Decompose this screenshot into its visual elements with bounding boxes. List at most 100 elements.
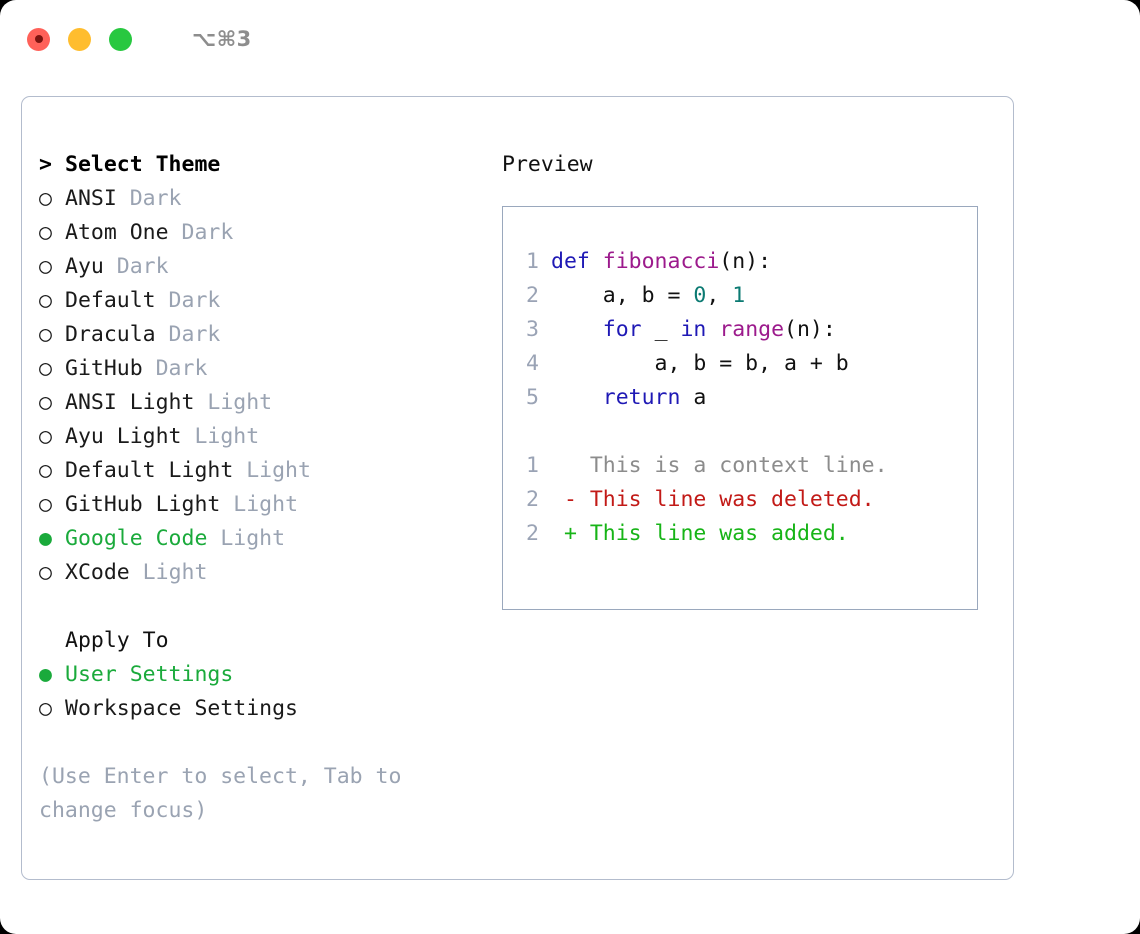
line-number: 1 [526,453,539,478]
radio-unselected-icon: ○ [39,322,52,347]
theme-name: ANSI [65,186,117,211]
theme-name: Ayu [65,254,104,279]
theme-list-item[interactable]: ○ ANSI Light Light [39,386,489,420]
line-number: 3 [526,317,539,342]
theme-variant-badge: Light [220,492,299,517]
line-number: 1 [526,249,539,274]
diff-line: 1 This is a context line. [513,449,977,483]
theme-variant-badge: Light [181,424,260,449]
theme-variant-badge: Dark [155,322,221,347]
theme-list-item[interactable]: ○ ANSI Dark [39,182,489,216]
code-token: range [719,317,785,342]
theme-name: Atom One [65,220,169,245]
preview-title: Preview [502,152,593,177]
theme-list-item[interactable]: ○Ayu Dark [39,250,489,284]
theme-name: GitHub Light [65,492,221,517]
code-diff-separator [513,415,977,449]
radio-unselected-icon: ○ [39,492,52,517]
radio-selected-icon: ● [39,526,52,551]
diff-line: 2 + This line was added. [513,517,977,551]
theme-name: GitHub [65,356,143,381]
code-line: 5 return a [513,381,977,415]
theme-list-column: >Select Theme ○ANSI Dark○Atom One Dark○A… [39,148,489,726]
code-token [551,317,603,342]
radio-unselected-icon: ○ [39,390,52,415]
radio-unselected-icon: ○ [39,424,52,449]
code-token: a, b = [551,283,694,308]
diff-text: + This line was added. [551,521,849,546]
apply-to-item[interactable]: ○Workspace Settings [39,692,489,726]
theme-variant-badge: Light [207,526,286,551]
line-number: 5 [526,385,539,410]
theme-name: Ayu Light [65,424,182,449]
code-token: 1 [732,283,746,308]
apply-to-label: User Settings [65,662,234,687]
theme-variant-badge: Light [194,390,273,415]
apply-to-header-label: Apply To [65,628,169,653]
theme-list-item[interactable]: ○ GitHub Dark [39,352,489,386]
theme-name: Default Light [65,458,234,483]
code-token: , [706,283,733,308]
list-spacer [39,590,489,624]
code-line: 2 a, b = 0, 1 [513,279,977,313]
theme-list-item[interactable]: ○ Default Light Light [39,454,489,488]
theme-list-item[interactable]: ○ Atom One Dark [39,216,489,250]
code-token: (n): [784,317,836,342]
caret-icon: > [39,152,52,177]
traffic-lights [27,27,132,51]
diff-text: This is a context line. [551,453,888,478]
theme-variant-badge: Dark [116,186,182,211]
diff-line: 2 - This line was deleted. [513,483,977,517]
select-theme-header-label: Select Theme [65,152,221,177]
radio-unselected-icon: ○ [39,560,52,585]
radio-unselected-icon: ○ [39,458,52,483]
theme-name: Dracula [65,322,156,347]
theme-variant-badge: Dark [168,220,234,245]
select-theme-header: > Select Theme [39,148,489,182]
diff-sample: 1 This is a context line.2 - This line w… [513,449,977,551]
minimize-button[interactable] [68,27,91,51]
theme-list-item[interactable]: ○ XCode Light [39,556,489,590]
radio-unselected-icon: ○ [39,356,52,381]
theme-variant-badge: Dark [142,356,208,381]
code-token: a, b = b, a + b [551,351,849,376]
theme-name: Default [65,288,156,313]
line-number: 2 [526,283,539,308]
radio-selected-icon: ● [39,662,52,687]
apply-to-item[interactable]: ● User Settings [39,658,489,692]
maximize-button[interactable] [109,27,132,51]
code-token [551,385,603,410]
line-number: 2 [526,487,539,512]
radio-unselected-icon: ○ [39,220,52,245]
theme-name: Google Code [65,526,208,551]
radio-unselected-icon: ○ [39,186,52,211]
code-line: 4 a, b = b, a + b [513,347,977,381]
radio-unselected-icon: ○ [39,288,52,313]
theme-variant-badge: Light [233,458,311,483]
diff-text: - This line was deleted. [551,487,875,512]
theme-list-item[interactable]: ○ GitHub Light Light [39,488,489,522]
close-button[interactable] [27,27,50,51]
theme-list-item[interactable]: ○ Default Dark [39,284,489,318]
theme-list-item[interactable]: ○ Dracula Dark [39,318,489,352]
code-token: fibonacci [602,249,720,274]
code-token: in [680,317,707,342]
theme-list-item[interactable]: ○ Ayu Light Light [39,420,489,454]
theme-list: ○ANSI Dark○Atom One Dark○Ayu Dark○Defaul… [39,182,489,590]
theme-variant-badge: Light [129,560,208,585]
theme-variant-badge: Dark [155,288,221,313]
theme-name: ANSI Light [65,390,195,415]
apply-to-header: Apply To [39,624,489,658]
code-token: a [680,385,707,410]
theme-list-item[interactable]: ● Google Code Light [39,522,489,556]
code-line: 3 for _ in range(n): [513,313,977,347]
code-token [706,317,719,342]
keyboard-shortcut-label: ⌥⌘3 [192,27,252,51]
code-token: 0 [693,283,707,308]
line-number: 4 [526,351,539,376]
theme-name: XCode [65,560,130,585]
